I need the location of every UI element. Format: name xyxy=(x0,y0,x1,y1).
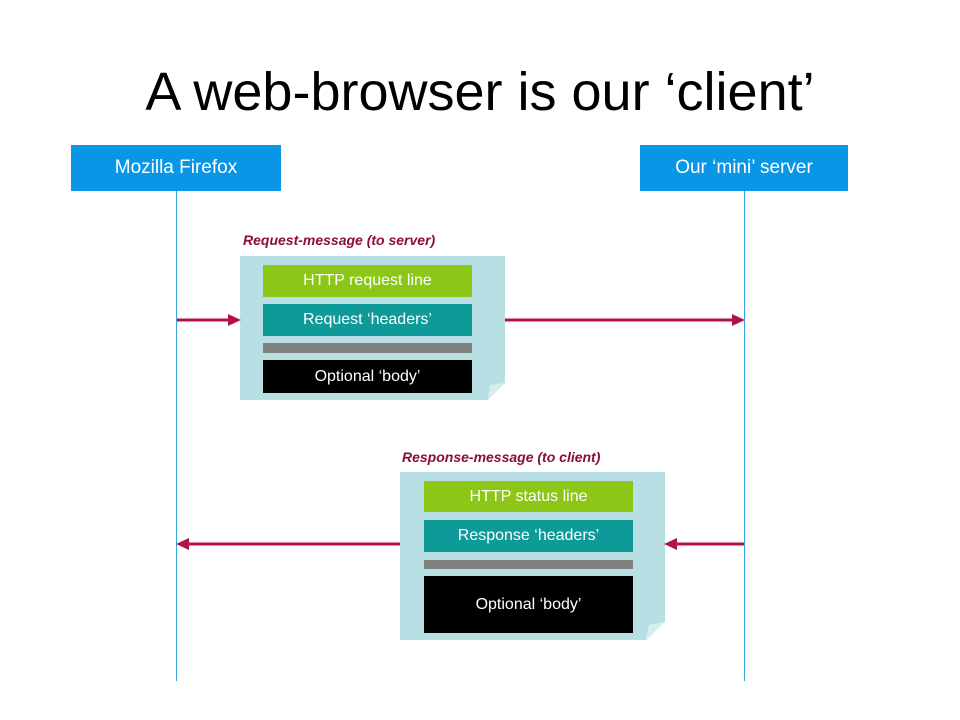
response-headers-block: Response ‘headers’ xyxy=(424,520,633,552)
response-body-label: Optional ‘body’ xyxy=(475,595,582,613)
request-separator xyxy=(263,343,472,353)
client-lifeline xyxy=(176,191,177,681)
request-arrow-left-head xyxy=(228,314,241,326)
response-separator xyxy=(424,560,633,569)
request-arrow-right-head xyxy=(732,314,745,326)
response-arrow-left-head xyxy=(176,538,189,550)
request-body-label: Optional ‘body’ xyxy=(314,367,421,385)
response-arrow-right-head xyxy=(664,538,677,550)
request-panel-fold xyxy=(488,383,505,400)
status-line-label: HTTP status line xyxy=(469,487,588,505)
response-panel-fold xyxy=(646,622,665,640)
server-lifeline xyxy=(744,191,745,681)
request-headers-block: Request ‘headers’ xyxy=(263,304,472,336)
request-line-label: HTTP request line xyxy=(303,272,432,289)
request-headers-label: Request ‘headers’ xyxy=(303,311,432,328)
server-actor-box: Our ‘mini’ server xyxy=(640,145,848,191)
slide-title: A web-browser is our ‘client’ xyxy=(145,62,815,122)
response-headers-label: Response ‘headers’ xyxy=(457,527,600,544)
client-actor-label: Mozilla Firefox xyxy=(114,157,238,178)
client-actor-box: Mozilla Firefox xyxy=(71,145,281,191)
response-body-block: Optional ‘body’ xyxy=(424,576,633,633)
request-body-block: Optional ‘body’ xyxy=(263,360,472,393)
status-line-block: HTTP status line xyxy=(424,481,633,512)
server-actor-label: Our ‘mini’ server xyxy=(675,157,813,178)
request-line-block: HTTP request line xyxy=(263,265,472,297)
response-caption: Response-message (to client) xyxy=(402,449,601,465)
request-caption: Request-message (to server) xyxy=(243,232,436,248)
